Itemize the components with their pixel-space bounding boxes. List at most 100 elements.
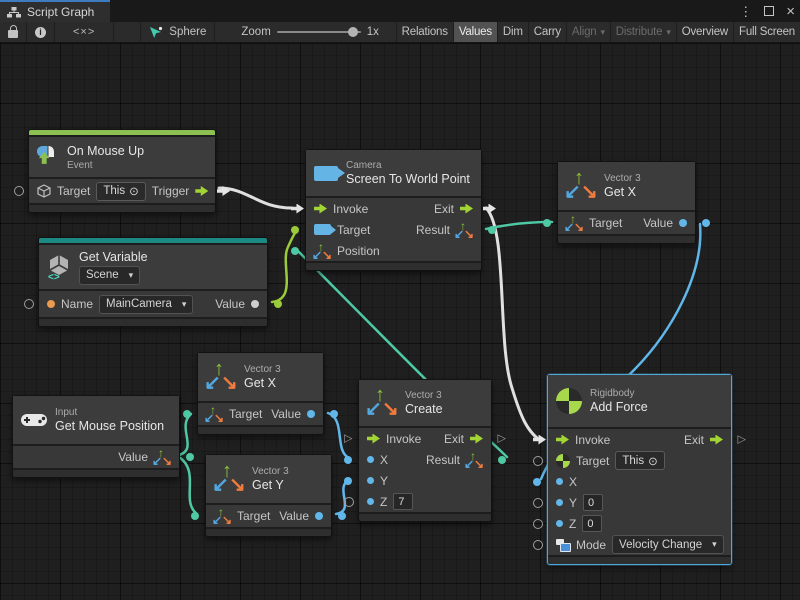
- port-y-in[interactable]: [533, 498, 543, 508]
- port-result-out[interactable]: [498, 456, 506, 464]
- graph-canvas[interactable]: On Mouse Up Event Target This ⊙ Trigger: [0, 43, 800, 600]
- values-button[interactable]: Values: [454, 22, 498, 42]
- value-port-dot[interactable]: [251, 300, 259, 308]
- node-footer: [29, 205, 215, 212]
- port-result-out[interactable]: [488, 226, 496, 234]
- port-target-in[interactable]: [533, 456, 543, 466]
- node-get-x-top[interactable]: ↑↙↘ Vector 3 Get X ↑↙↘ Target Value: [557, 161, 696, 244]
- tab-strip: Script Graph ⋮ ×: [0, 0, 800, 22]
- distribute-button[interactable]: Distribute▾: [611, 22, 677, 42]
- row-target: Target This ⊙ Trigger: [29, 179, 215, 203]
- lock-button[interactable]: [0, 22, 27, 42]
- node-screen-to-world-point[interactable]: Camera Screen To World Point Invoke Exit…: [305, 149, 482, 271]
- z-value-field[interactable]: 7: [393, 493, 413, 510]
- target-this-button[interactable]: This ⊙: [96, 182, 145, 201]
- port-value-out[interactable]: [274, 300, 282, 308]
- breadcrumb[interactable]: Sphere: [140, 22, 215, 42]
- port-invoke-in[interactable]: ▷: [344, 433, 352, 444]
- port-value-out[interactable]: [702, 219, 710, 227]
- node-title: Get X: [604, 185, 641, 200]
- value-label: Value: [271, 407, 301, 421]
- row-x: X: [548, 471, 731, 492]
- value-port-dot[interactable]: [315, 512, 323, 520]
- variable-scope-dropdown[interactable]: Scene ▾: [79, 266, 140, 285]
- port-position-in[interactable]: [291, 247, 299, 255]
- port-value-out[interactable]: [338, 512, 346, 520]
- close-icon[interactable]: ×: [786, 4, 795, 19]
- node-add-force[interactable]: Rigidbody Add Force Invoke Exit ▷ Target: [547, 374, 732, 565]
- mouse-up-icon: [37, 145, 59, 169]
- port-value-out[interactable]: [186, 453, 194, 461]
- float-port-dot[interactable]: [556, 520, 563, 527]
- dim-button[interactable]: Dim: [498, 22, 529, 42]
- node-on-mouse-up[interactable]: On Mouse Up Event Target This ⊙ Trigger: [28, 129, 216, 213]
- align-button[interactable]: Align▾: [567, 22, 611, 42]
- port-value-out[interactable]: [330, 410, 338, 418]
- value-label: Value: [279, 509, 309, 523]
- value-port-dot[interactable]: [307, 410, 315, 418]
- enum-icon: [556, 539, 570, 551]
- exit-arrow-icon: [710, 435, 723, 445]
- string-port-dot[interactable]: [47, 300, 55, 308]
- zoom-slider[interactable]: [277, 31, 361, 33]
- row-value: Value ↑↙↘: [13, 446, 179, 468]
- port-z-in[interactable]: [344, 497, 354, 507]
- port-y-in[interactable]: [344, 477, 352, 485]
- port-target-in[interactable]: [191, 512, 199, 520]
- float-port-dot[interactable]: [367, 477, 374, 484]
- node-title: Add Force: [590, 400, 648, 415]
- float-port-dot[interactable]: [556, 499, 563, 506]
- breadcrumb-label: Sphere: [169, 26, 206, 38]
- exit-arrow-icon: [460, 204, 473, 214]
- camera-icon: [314, 224, 331, 235]
- value-port-dot[interactable]: [679, 219, 687, 227]
- float-port-dot[interactable]: [367, 498, 374, 505]
- position-label: Position: [337, 244, 380, 258]
- port-exit-out[interactable]: ▷: [738, 434, 746, 445]
- node-footer: [558, 236, 695, 243]
- port-mode-in[interactable]: [533, 540, 543, 550]
- node-get-y[interactable]: ↑↙↘ Vector 3 Get Y ↑↙↘ Target Value: [205, 454, 332, 537]
- chevron-down-icon: ▾: [666, 27, 670, 38]
- y-value-field[interactable]: 0: [583, 494, 603, 511]
- toolbar-spacer: [114, 22, 140, 42]
- node-create[interactable]: ↑↙↘ Vector 3 Create ▷ Invoke Exit ▷ X: [358, 379, 492, 522]
- float-port-dot[interactable]: [556, 478, 563, 485]
- target-this-button[interactable]: This ⊙: [615, 451, 664, 470]
- port-z-in[interactable]: [533, 519, 543, 529]
- gamepad-icon: [21, 412, 47, 428]
- maximize-icon[interactable]: [764, 6, 774, 16]
- relations-button[interactable]: Relations: [397, 22, 454, 42]
- port-target-in[interactable]: [291, 226, 299, 234]
- mode-dropdown[interactable]: Velocity Change ▾: [612, 535, 724, 554]
- code-view-button[interactable]: <×>: [55, 22, 114, 42]
- variable-name-dropdown[interactable]: MainCamera ▾: [99, 295, 193, 314]
- row-z: Z 7: [359, 491, 491, 512]
- node-get-x-mid[interactable]: ↑↙↘ Vector 3 Get X ↑↙↘ Target Value: [197, 352, 324, 435]
- float-port-dot[interactable]: [367, 456, 374, 463]
- zoom-label: Zoom: [241, 26, 270, 38]
- vector3-icon: ↑↙↘: [214, 465, 244, 493]
- node-get-mouse-position[interactable]: Input Get Mouse Position Value ↑↙↘: [12, 395, 180, 478]
- node-get-variable[interactable]: <> Get Variable Scene ▾ Name MainCamera …: [38, 237, 268, 327]
- port-name-in[interactable]: [24, 299, 34, 309]
- port-x-in[interactable]: [344, 456, 352, 464]
- row-target-value: ↑↙↘ Target Value: [206, 505, 331, 527]
- info-button[interactable]: i: [27, 22, 55, 42]
- port-target-in[interactable]: [543, 219, 551, 227]
- carry-button[interactable]: Carry: [529, 22, 567, 42]
- port-target-in[interactable]: [183, 410, 191, 418]
- fullscreen-button[interactable]: Full Screen: [734, 22, 800, 42]
- overview-button[interactable]: Overview: [677, 22, 734, 42]
- x-label: X: [569, 475, 577, 489]
- node-category: Vector 3: [252, 466, 289, 477]
- tab-script-graph[interactable]: Script Graph: [0, 0, 110, 22]
- chevron-down-icon: ▾: [182, 299, 187, 310]
- port-x-in[interactable]: [533, 478, 541, 486]
- invoke-label: Invoke: [575, 433, 610, 447]
- zoom-slider-handle[interactable]: [348, 27, 358, 37]
- z-value-field[interactable]: 0: [582, 515, 602, 532]
- port-target-in[interactable]: [14, 186, 24, 196]
- kebab-menu-icon[interactable]: ⋮: [739, 5, 752, 18]
- port-exit-out[interactable]: ▷: [498, 433, 506, 444]
